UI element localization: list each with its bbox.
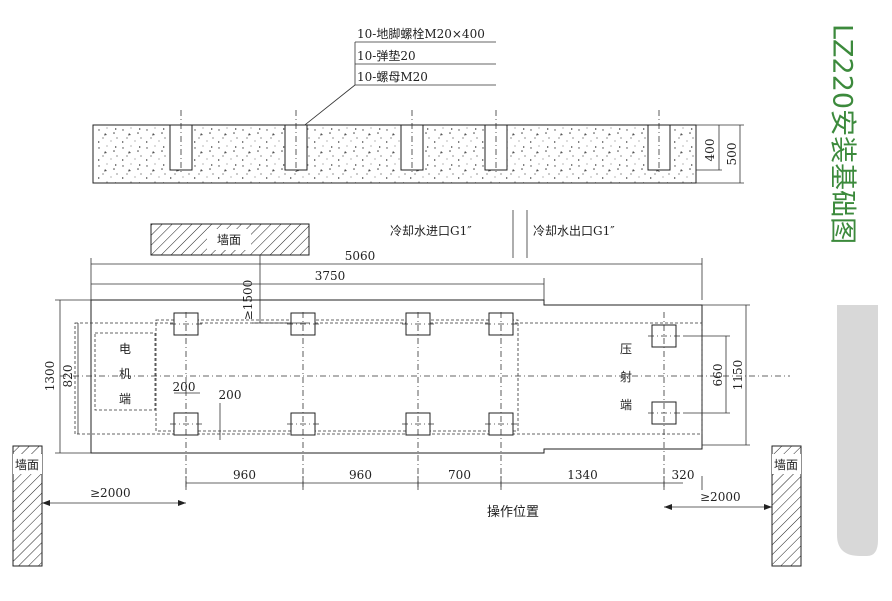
- top-dimensions: 5060 3750 ≥1500: [90, 249, 703, 324]
- plan-outline: [60, 299, 790, 454]
- motor-end-1: 电: [119, 342, 131, 356]
- spacing-label-5: 320: [672, 468, 695, 482]
- wall-left: 墙面: [12, 445, 43, 567]
- dim-660: 660: [711, 364, 725, 387]
- dim-5060: 5060: [345, 249, 376, 263]
- callout-bolt: 10-地脚螺栓M20×400: [357, 26, 485, 41]
- dim-200-x: 200: [173, 380, 196, 394]
- motor-end-label: 电 机 端: [119, 342, 131, 406]
- wall-right-label: 墙面: [774, 458, 798, 472]
- coolant-inlet: 冷却水进口G1″: [390, 224, 472, 238]
- bolt-offset-dims: 200 200: [173, 380, 242, 440]
- drawing-title: LZ220安装基础图: [827, 24, 858, 244]
- spacing-label-2: 960: [349, 468, 372, 482]
- dim-200-y: 200: [219, 388, 242, 402]
- injection-end-1: 压: [620, 342, 632, 356]
- wall-right: 墙面: [771, 445, 802, 567]
- motor-end-2: 机: [119, 367, 131, 381]
- motor-end-3: 端: [119, 392, 131, 406]
- bolt-callout: 10-地脚螺栓M20×400 10-弹垫20 10-螺母M20: [295, 26, 496, 133]
- coolant-labels: 冷却水进口G1″ 冷却水出口G1″: [390, 210, 615, 258]
- dim-1300: 1300: [43, 361, 57, 392]
- dim-500: 500: [725, 143, 739, 166]
- dim-3750: 3750: [315, 269, 346, 283]
- dim-right-clearance: ≥2000: [700, 490, 741, 504]
- injection-end-2: 射: [620, 369, 632, 384]
- left-dimensions: 1300 820: [43, 299, 91, 454]
- spacing-label-4: 1340: [567, 468, 598, 482]
- dim-1150: 1150: [731, 360, 745, 391]
- bolt-squares: [170, 312, 680, 490]
- injection-end-3: 端: [620, 398, 632, 412]
- wall-left-label: 墙面: [15, 458, 39, 472]
- side-title: LZ220安装基础图: [827, 24, 858, 244]
- dim-820: 820: [61, 365, 75, 388]
- operation-position: 操作位置: [487, 504, 539, 520]
- coolant-outlet: 冷却水出口G1″: [533, 224, 615, 238]
- dim-400: 400: [703, 139, 717, 162]
- callout-washer: 10-弹垫20: [357, 48, 416, 63]
- foundation-section: 400 500: [92, 110, 744, 184]
- wall-top-label: 墙面: [217, 233, 241, 247]
- side-tab: [837, 305, 878, 556]
- callout-nut: 10-螺母M20: [357, 70, 428, 84]
- injection-end-label: 压 射 端: [620, 342, 632, 412]
- spacing-label-3: 700: [448, 468, 471, 482]
- clearance-dims: ≥2000 ≥2000: [42, 486, 772, 510]
- spacing-dims: 960 960 700 1340 320: [185, 468, 703, 490]
- spacing-label-1: 960: [233, 468, 256, 482]
- dim-wall-clearance: ≥1500: [241, 280, 255, 321]
- right-dimensions: 660 1150: [683, 304, 750, 446]
- wall-top: 墙面: [150, 223, 310, 256]
- dim-left-clearance: ≥2000: [90, 486, 131, 500]
